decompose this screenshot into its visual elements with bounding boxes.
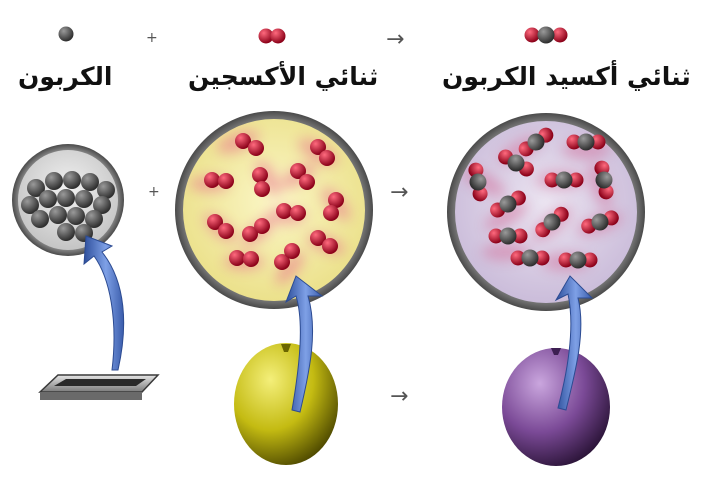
oxygen-molecule-icon: [259, 29, 286, 44]
oxygen-magnifier: [175, 111, 373, 309]
carbon-pointer-arrow: [84, 236, 124, 370]
carbon-dioxide-balloon: [502, 348, 610, 466]
carbon-dioxide-magnifier: [447, 113, 645, 311]
carbon-dioxide-molecule-icon: [525, 27, 568, 44]
carbon-magnifier: [12, 144, 124, 256]
carbon-atom-icon: [59, 27, 74, 42]
carbon-tray: [40, 375, 158, 400]
oxygen-balloon: [234, 343, 338, 465]
